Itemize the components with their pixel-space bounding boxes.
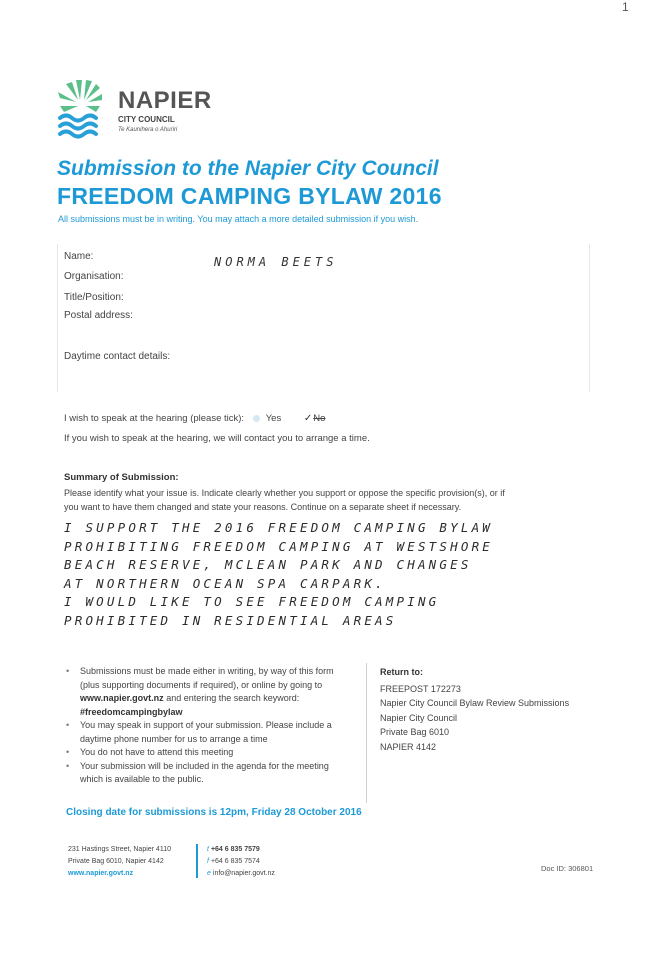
organisation-label: Organisation: (64, 271, 124, 282)
footer-phone: +64 6 835 7579 (210, 846, 260, 853)
name-label: Name: (64, 251, 94, 262)
return-line: NAPIER 4142 (380, 741, 437, 752)
yes-checkbox[interactable] (252, 414, 260, 422)
no-option[interactable]: ✓No (304, 413, 326, 424)
daytime-contact-label: Daytime contact details: (64, 351, 171, 362)
footer-street: 231 Hastings Street, Napier 4110 (68, 846, 171, 853)
council-logo: NAPIER CITY COUNCIL Te Kaunihera o Ahuri… (56, 78, 256, 140)
note-item: Submissions must be made either in writi… (64, 665, 354, 719)
summary-instructions-2: you want to have them changed and state … (64, 502, 462, 512)
summary-instructions-1: Please identify what your issue is. Indi… (64, 488, 505, 498)
title-position-label: Title/Position: (64, 292, 124, 303)
submission-line: PROHIBITING FREEDOM CAMPING AT WESTSHORE (64, 538, 494, 554)
hearing-question-row: I wish to speak at the hearing (please t… (64, 412, 325, 426)
note-item: You do not have to attend this meeting (64, 746, 354, 760)
footer-fax: +64 6 835 7574 (210, 858, 260, 865)
no-tick-mark: ✓ (303, 413, 313, 424)
fax-prefix: f (207, 858, 209, 865)
note-item: Your submission will be included in the … (64, 760, 354, 787)
hearing-question: I wish to speak at the hearing (please t… (64, 413, 245, 424)
note-item: You may speak in support of your submiss… (64, 719, 354, 746)
document-subtitle: All submissions must be in writing. You … (58, 214, 419, 224)
return-heading: Return to: (380, 667, 423, 677)
submission-line: PROHIBITED IN RESIDENTIAL AREAS (64, 612, 397, 628)
hearing-info: If you wish to speak at the hearing, we … (64, 433, 370, 444)
search-keyword: #freedomcampingbylaw (80, 706, 183, 717)
return-line: Napier City Council (380, 712, 458, 723)
logo-subtitle: CITY COUNCIL (118, 115, 175, 124)
column-divider (366, 663, 367, 803)
council-logo-icon (58, 80, 102, 139)
footer-divider (196, 844, 198, 878)
logo-maori-name: Te Kaunihera o Ahuriri (118, 127, 178, 133)
phone-prefix: t (207, 846, 209, 853)
return-address: Return to: FREEPOST 172273 Napier City C… (380, 665, 569, 754)
summary-heading: Summary of Submission: (64, 472, 179, 483)
footer-email-link[interactable]: info@napier.govt.nz (212, 870, 275, 877)
footer-website-link[interactable]: www.napier.govt.nz (68, 870, 134, 877)
footer-private-bag: Private Bag 6010, Napier 4142 (68, 858, 164, 865)
note-text: and entering the search keyword: (163, 693, 300, 703)
return-line: Napier City Council Bylaw Review Submiss… (380, 698, 570, 708)
yes-label: Yes (265, 413, 282, 424)
document-id: Doc ID: 306801 (541, 864, 594, 873)
website-link[interactable]: www.napier.govt.nz (80, 693, 164, 703)
return-line: Private Bag 6010 (380, 727, 450, 737)
footer-address: 231 Hastings Street, Napier 4110 Private… (68, 844, 171, 880)
document-title-line1: Submission to the Napier City Council (57, 157, 439, 180)
submission-line: AT NORTHERN OCEAN SPA CARPARK. (64, 575, 386, 591)
note-text: Submissions must be made either in writi… (80, 666, 334, 690)
document-title-line2: FREEDOM CAMPING BYLAW 2016 (57, 183, 442, 209)
submission-line: I SUPPORT THE 2016 FREEDOM CAMPING BYLAW (64, 520, 494, 535)
page-marker: 1 (622, 0, 629, 14)
submission-line: I WOULD LIKE TO SEE FREEDOM CAMPING (64, 594, 440, 609)
no-label: No (313, 413, 326, 424)
email-prefix: e (207, 870, 211, 877)
return-line: FREEPOST 172273 (380, 683, 461, 694)
closing-date: Closing date for submissions is 12pm, Fr… (66, 807, 362, 818)
submission-notes: Submissions must be made either in writi… (64, 665, 354, 787)
logo-name: NAPIER (118, 87, 212, 114)
submission-line: BEACH RESERVE, MCLEAN PARK AND CHANGES (64, 557, 472, 572)
submitter-details-box (57, 244, 590, 392)
postal-address-label: Postal address: (64, 310, 133, 321)
name-field[interactable]: NORMA BEETS (214, 255, 338, 269)
submission-text-area[interactable]: I SUPPORT THE 2016 FREEDOM CAMPING BYLAW… (64, 520, 604, 631)
